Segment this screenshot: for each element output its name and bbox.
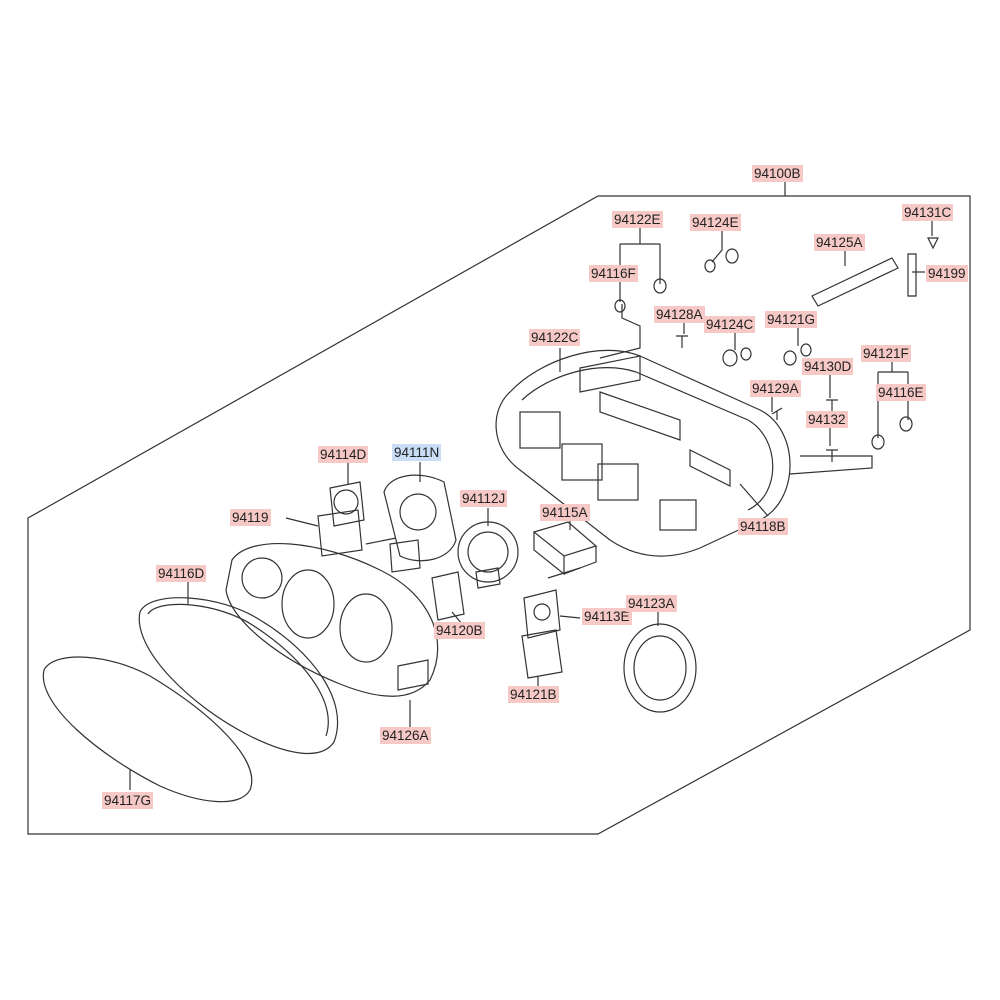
label-94113E[interactable]: 94113E: [582, 608, 632, 625]
gauge-94112J: [457, 521, 519, 589]
label-94121G[interactable]: 94121G: [765, 311, 818, 328]
label-94199[interactable]: 94199: [926, 265, 968, 282]
label-94121B[interactable]: 94121B: [508, 686, 559, 703]
label-94123A[interactable]: 94123A: [626, 595, 677, 612]
label-94122E[interactable]: 94122E: [612, 211, 663, 228]
gauge-94114D: [317, 481, 365, 557]
leader-94113E: [559, 615, 581, 619]
harness-top: [599, 304, 641, 359]
screw-94131C: [927, 237, 939, 250]
label-94116F[interactable]: 94116F: [589, 265, 638, 282]
bracket-strip: [811, 257, 899, 307]
label-94132[interactable]: 94132: [806, 411, 848, 428]
label-94114D[interactable]: 94114D: [318, 446, 369, 463]
label-94124C[interactable]: 94124C: [704, 316, 756, 333]
leader-94122E: [619, 226, 661, 302]
label-94100B[interactable]: 94100B: [752, 165, 803, 182]
label-94120B[interactable]: 94120B: [434, 622, 485, 639]
label-94115A[interactable]: 94115A: [540, 504, 590, 521]
bezel-94126A: [225, 543, 439, 697]
board-94121B: [521, 629, 563, 679]
leader-94118B: [739, 483, 769, 517]
label-94124E[interactable]: 94124E: [690, 214, 741, 231]
leader-94119: [285, 517, 319, 527]
label-94117G[interactable]: 94117G: [102, 792, 154, 809]
label-94116E[interactable]: 94116E: [876, 384, 926, 401]
bracket-clip: [907, 253, 917, 297]
leader-94124E: [711, 228, 723, 263]
harness-right: [789, 455, 873, 475]
module-94115A: [532, 521, 598, 579]
lens-94116D: [138, 597, 339, 755]
label-94125A[interactable]: 94125A: [814, 234, 865, 251]
housing-94118B: [495, 349, 791, 557]
label-94121F[interactable]: 94121F: [861, 345, 911, 362]
assembly-outline: [27, 195, 971, 835]
label-94112J[interactable]: 94112J: [460, 490, 508, 507]
bulb-group-top: [614, 248, 913, 450]
label-94126A[interactable]: 94126A: [380, 727, 431, 744]
glass-94117G: [42, 656, 253, 803]
label-94111N[interactable]: 94111N: [392, 444, 442, 461]
label-94131C[interactable]: 94131C: [902, 204, 954, 221]
gauge-94123A: [623, 623, 697, 713]
label-94119[interactable]: 94119: [230, 509, 271, 526]
board-94120B: [431, 571, 465, 621]
label-94118B[interactable]: 94118B: [738, 518, 788, 535]
label-94130D[interactable]: 94130D: [802, 358, 854, 375]
label-94129A[interactable]: 94129A: [750, 380, 801, 397]
label-94116D[interactable]: 94116D: [156, 565, 207, 582]
label-94122C[interactable]: 94122C: [529, 329, 581, 346]
face-plate-94111N: [365, 474, 457, 573]
screws: [676, 335, 838, 462]
label-94128A[interactable]: 94128A: [654, 306, 705, 323]
leader-94121F: [877, 360, 909, 438]
gauge-94113E: [523, 589, 561, 639]
